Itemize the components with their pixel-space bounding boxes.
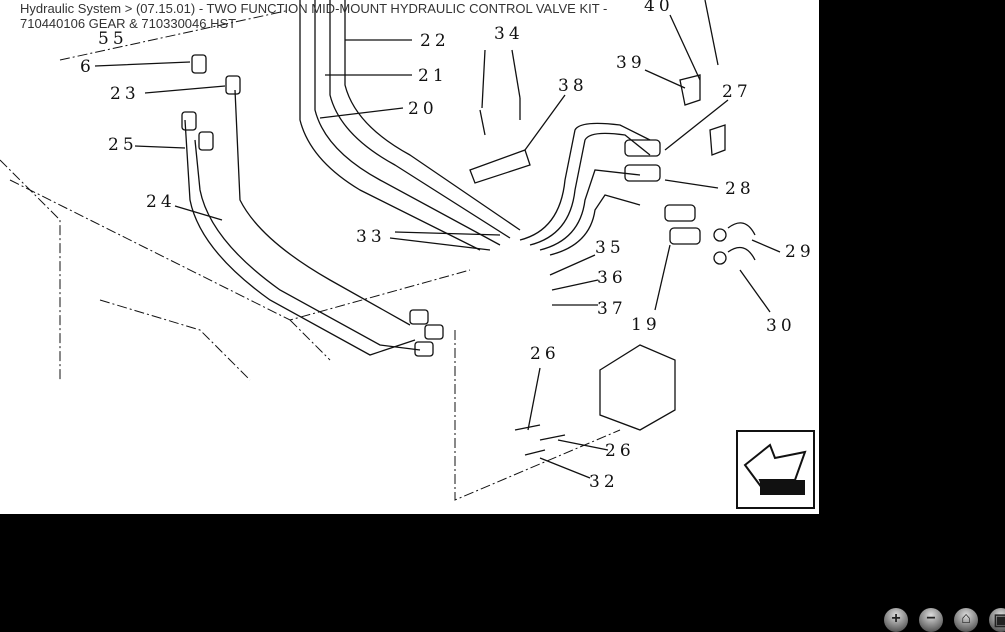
- diagram-canvas[interactable]: Hydraulic System > (07.15.01) - TWO FUNC…: [0, 0, 819, 514]
- callout-28[interactable]: 28: [725, 179, 755, 199]
- breadcrumb: Hydraulic System > (07.15.01) - TWO FUNC…: [20, 1, 608, 31]
- callout-39[interactable]: 39: [616, 53, 646, 73]
- callout-27[interactable]: 27: [722, 82, 752, 102]
- callout-24[interactable]: 24: [146, 192, 176, 212]
- home-button[interactable]: ⌂: [954, 608, 978, 632]
- callout-34[interactable]: 34: [494, 24, 524, 44]
- navigation-arrow-icon[interactable]: [736, 430, 815, 509]
- callout-35[interactable]: 35: [595, 238, 625, 258]
- zoom-in-button[interactable]: +: [884, 608, 908, 632]
- callout-20[interactable]: 20: [408, 99, 438, 119]
- callout-32[interactable]: 32: [589, 472, 619, 492]
- zoom-out-button[interactable]: −: [919, 608, 943, 632]
- callout-36[interactable]: 36: [597, 268, 627, 288]
- callout-26[interactable]: 26: [605, 441, 635, 461]
- callout-26[interactable]: 26: [530, 344, 560, 364]
- callout-6[interactable]: 6: [80, 57, 95, 77]
- callout-55[interactable]: 55: [98, 29, 128, 49]
- callout-25[interactable]: 25: [108, 135, 138, 155]
- callout-29[interactable]: 29: [785, 242, 815, 262]
- fit-button[interactable]: ▣: [989, 608, 1005, 632]
- callout-37[interactable]: 37: [597, 299, 627, 319]
- callout-22[interactable]: 22: [420, 31, 450, 51]
- callout-33[interactable]: 33: [356, 227, 386, 247]
- callout-38[interactable]: 38: [558, 76, 588, 96]
- viewer-controls: + − ⌂ ▣: [884, 608, 1005, 632]
- callout-19[interactable]: 19: [631, 315, 661, 335]
- callout-30[interactable]: 30: [766, 316, 796, 336]
- callout-21[interactable]: 21: [418, 66, 448, 86]
- callout-23[interactable]: 23: [110, 84, 140, 104]
- callout-40[interactable]: 40: [644, 0, 674, 16]
